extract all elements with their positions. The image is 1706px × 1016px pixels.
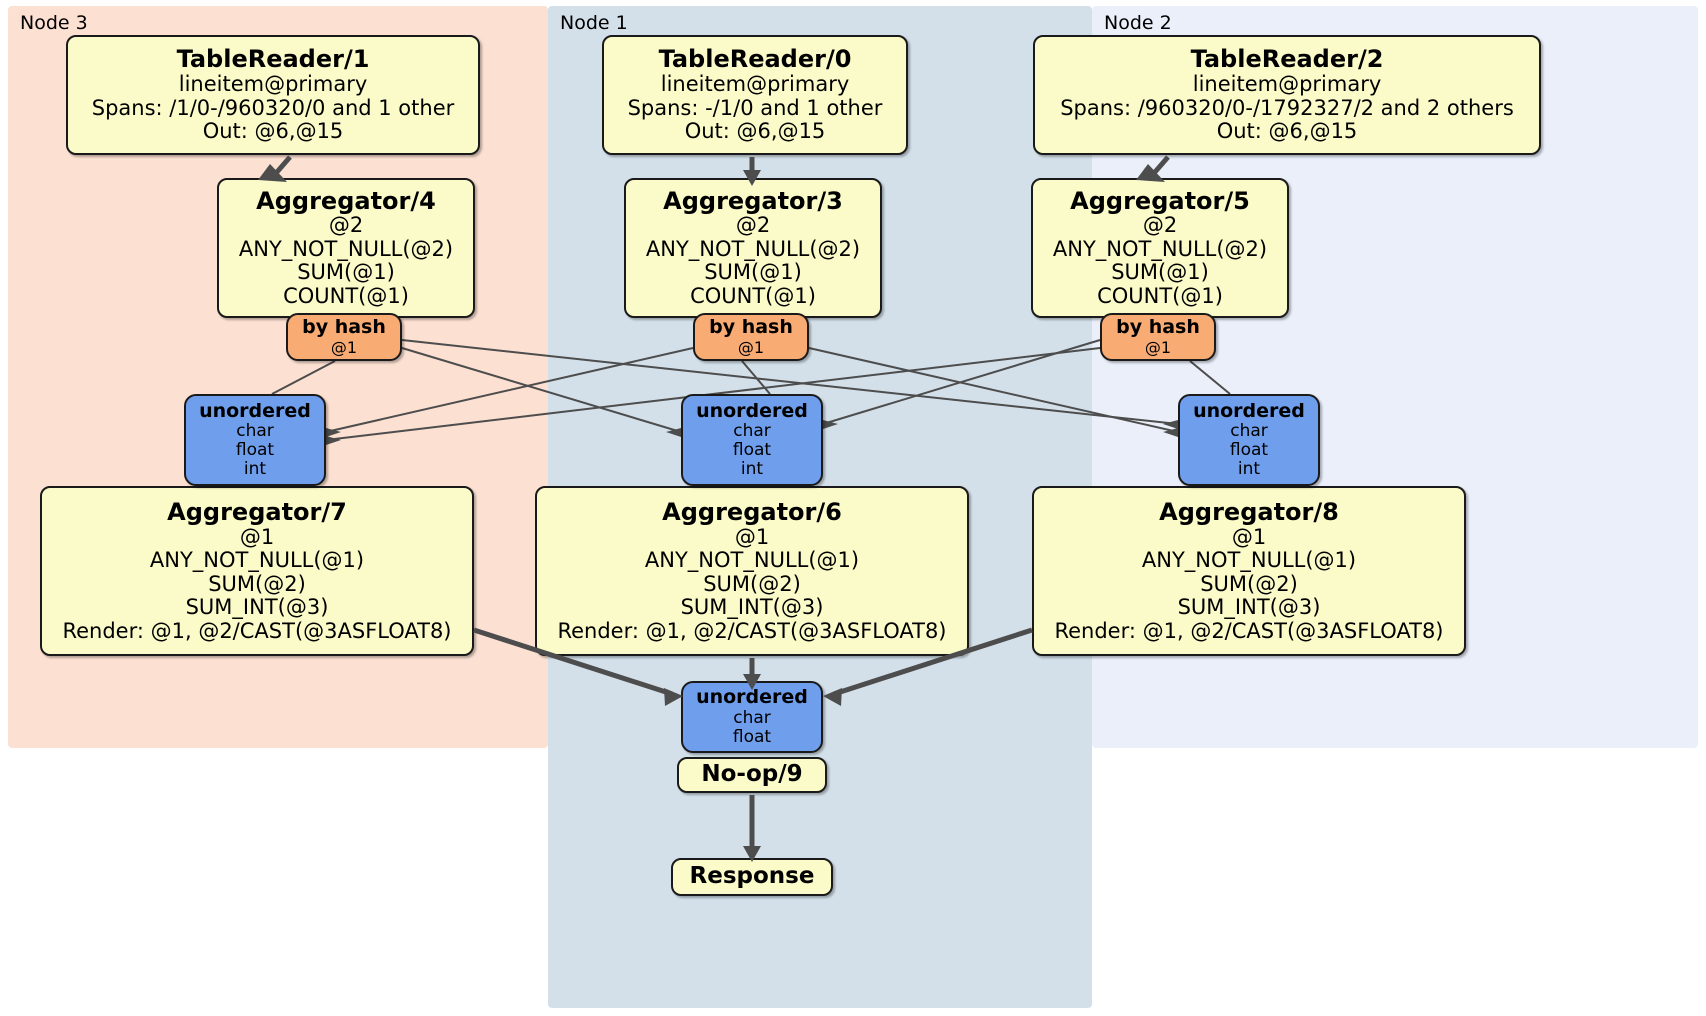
processor-detail-agg-3: COUNT(@1): [1097, 283, 1223, 308]
processor-detail-agg-2: SUM(@1): [297, 260, 395, 285]
processor-detail-agg-1: ANY_NOT_NULL(@1): [1141, 548, 1357, 573]
processor-detail-agg-1: ANY_NOT_NULL(@1): [644, 548, 860, 573]
processor-detail-groupcol: @1: [1231, 524, 1267, 549]
processor-title: No-op/9: [701, 761, 803, 788]
processor-detail-agg-3: SUM_INT(@3): [185, 595, 329, 620]
router-type-1: char: [236, 421, 274, 442]
processor-tablereader-2[interactable]: TableReader/2 lineitem@primary Spans: /9…: [1033, 35, 1541, 155]
processor-aggregator-6[interactable]: Aggregator/6 @1 ANY_NOT_NULL(@1) SUM(@2)…: [535, 486, 969, 656]
processor-detail-groupcol: @1: [734, 524, 770, 549]
processor-tablereader-1[interactable]: TableReader/1 lineitem@primary Spans: /1…: [66, 35, 480, 155]
processor-detail-render: Render: @1, @2/CAST(@3ASFLOAT8): [1054, 618, 1444, 643]
router-type-2: float: [732, 440, 772, 461]
processor-aggregator-4[interactable]: Aggregator/4 @2 ANY_NOT_NULL(@2) SUM(@1)…: [217, 178, 475, 318]
processor-detail-groupcol: @1: [239, 524, 275, 549]
processor-title: TableReader/2: [1190, 45, 1384, 74]
processor-aggregator-3[interactable]: Aggregator/3 @2 ANY_NOT_NULL(@2) SUM(@1)…: [624, 178, 882, 318]
processor-title: Aggregator/5: [1070, 186, 1250, 215]
processor-detail-spans: Spans: -/1/0 and 1 other: [627, 95, 883, 120]
node-panel-label-node-3: Node 3: [20, 12, 88, 34]
router-column: @1: [737, 337, 765, 357]
router-type-1: char: [1230, 421, 1268, 442]
router-title: by hash: [1116, 316, 1200, 339]
processor-detail-out: Out: @6,@15: [1216, 119, 1358, 144]
node-panel-label-node-1: Node 1: [560, 12, 628, 34]
router-by-hash-node-2[interactable]: by hash @1: [1100, 313, 1216, 361]
processor-title: Aggregator/3: [663, 186, 843, 215]
router-title: by hash: [302, 316, 386, 339]
router-type-3: int: [1237, 459, 1261, 480]
processor-no-op-9[interactable]: No-op/9: [677, 757, 827, 793]
processor-title: Aggregator/8: [1159, 497, 1339, 526]
processor-aggregator-8[interactable]: Aggregator/8 @1 ANY_NOT_NULL(@1) SUM(@2)…: [1032, 486, 1466, 656]
router-type-3: int: [243, 459, 267, 480]
processor-title: TableReader/0: [658, 45, 852, 74]
router-type-2: float: [732, 726, 772, 747]
processor-detail-agg-2: SUM(@1): [704, 260, 802, 285]
processor-detail-table: lineitem@primary: [660, 72, 850, 97]
processor-detail-agg-3: COUNT(@1): [283, 283, 409, 308]
processor-detail-agg-1: ANY_NOT_NULL(@2): [1052, 236, 1268, 261]
router-title: by hash: [709, 316, 793, 339]
processor-detail-agg-3: SUM_INT(@3): [680, 595, 824, 620]
router-column: @1: [330, 337, 358, 357]
router-unordered-node-1[interactable]: unordered char float int: [681, 394, 823, 486]
router-title: unordered: [696, 686, 808, 709]
router-by-hash-node-3[interactable]: by hash @1: [286, 313, 402, 361]
processor-detail-agg-1: ANY_NOT_NULL(@2): [238, 236, 454, 261]
processor-detail-agg-3: COUNT(@1): [690, 283, 816, 308]
processor-response[interactable]: Response: [671, 858, 833, 896]
processor-aggregator-7[interactable]: Aggregator/7 @1 ANY_NOT_NULL(@1) SUM(@2)…: [40, 486, 474, 656]
processor-title: Aggregator/6: [662, 497, 842, 526]
processor-detail-agg-1: ANY_NOT_NULL(@2): [645, 236, 861, 261]
router-unordered-node-2[interactable]: unordered char float int: [1178, 394, 1320, 486]
router-title: unordered: [696, 399, 808, 422]
node-panel-label-node-2: Node 2: [1104, 12, 1172, 34]
processor-title: Aggregator/7: [167, 497, 347, 526]
router-unordered-node-3[interactable]: unordered char float int: [184, 394, 326, 486]
processor-detail-render: Render: @1, @2/CAST(@3ASFLOAT8): [62, 618, 452, 643]
processor-detail-table: lineitem@primary: [1192, 72, 1382, 97]
processor-detail-agg-2: SUM(@2): [208, 571, 306, 596]
processor-detail-agg-2: SUM(@2): [1200, 571, 1298, 596]
router-type-3: int: [740, 459, 764, 480]
router-type-1: char: [733, 707, 771, 728]
processor-detail-groupcol: @2: [735, 213, 771, 238]
processor-detail-out: Out: @6,@15: [684, 119, 826, 144]
processor-tablereader-0[interactable]: TableReader/0 lineitem@primary Spans: -/…: [602, 35, 908, 155]
processor-detail-render: Render: @1, @2/CAST(@3ASFLOAT8): [557, 618, 947, 643]
router-title: unordered: [199, 399, 311, 422]
router-column: @1: [1144, 337, 1172, 357]
processor-detail-agg-2: SUM(@1): [1111, 260, 1209, 285]
processor-title: Aggregator/4: [256, 186, 436, 215]
router-type-2: float: [235, 440, 275, 461]
router-title: unordered: [1193, 399, 1305, 422]
processor-detail-out: Out: @6,@15: [202, 119, 344, 144]
processor-detail-agg-2: SUM(@2): [703, 571, 801, 596]
processor-detail-spans: Spans: /1/0-/960320/0 and 1 other: [91, 95, 455, 120]
processor-title: Response: [689, 863, 815, 890]
router-type-2: float: [1229, 440, 1269, 461]
processor-detail-agg-3: SUM_INT(@3): [1177, 595, 1321, 620]
processor-detail-spans: Spans: /960320/0-/1792327/2 and 2 others: [1060, 95, 1514, 120]
router-type-1: char: [733, 421, 771, 442]
processor-aggregator-5[interactable]: Aggregator/5 @2 ANY_NOT_NULL(@2) SUM(@1)…: [1031, 178, 1289, 318]
processor-title: TableReader/1: [176, 45, 370, 74]
router-by-hash-node-1[interactable]: by hash @1: [693, 313, 809, 361]
processor-detail-groupcol: @2: [1142, 213, 1178, 238]
processor-detail-agg-1: ANY_NOT_NULL(@1): [149, 548, 365, 573]
router-unordered-final[interactable]: unordered char float: [681, 681, 823, 753]
processor-detail-groupcol: @2: [328, 213, 364, 238]
processor-detail-table: lineitem@primary: [178, 72, 368, 97]
